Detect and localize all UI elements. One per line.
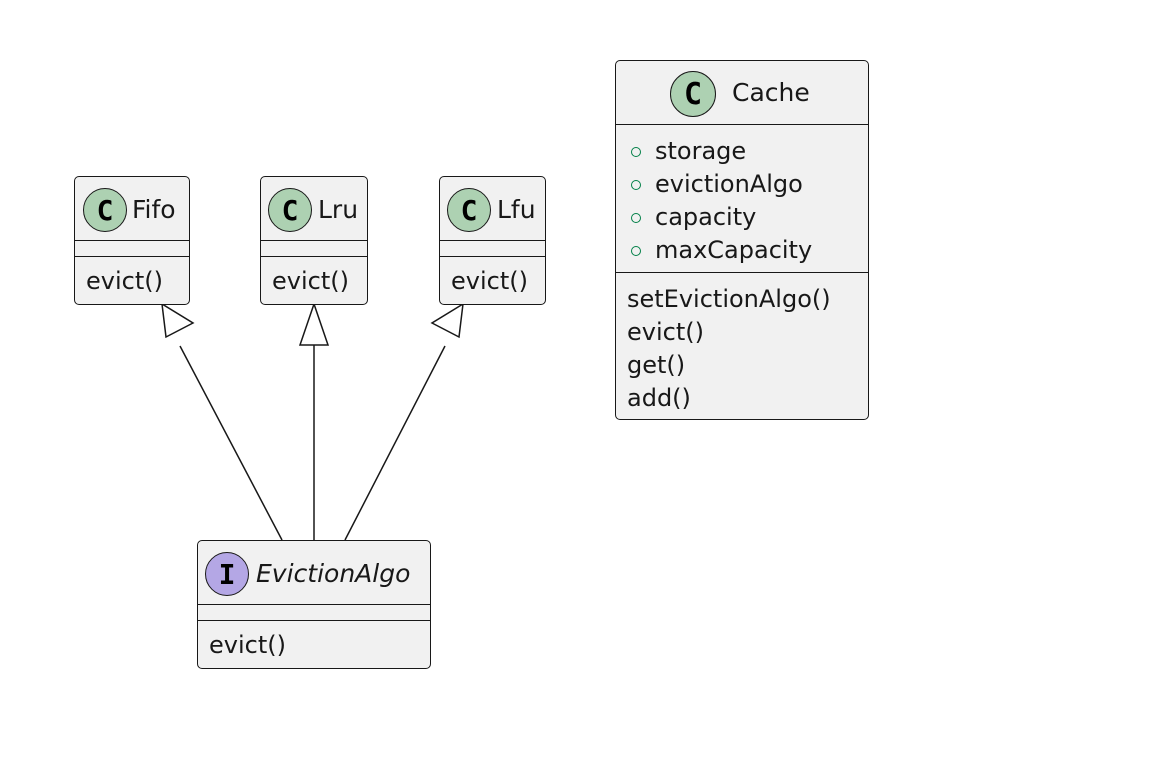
- public-field-icon: [631, 180, 641, 190]
- method-item: setEvictionAlgo(): [627, 285, 831, 313]
- field-item: maxCapacity: [655, 236, 813, 264]
- class-lfu[interactable]: C Lfu evict(): [439, 176, 546, 305]
- attributes-divider: [440, 240, 545, 241]
- method-item: evict(): [451, 267, 528, 295]
- realization-edge-fifo: [179, 345, 283, 541]
- class-name: Lru: [318, 195, 359, 224]
- realization-arrowhead-lfu: [430, 302, 464, 339]
- public-field-icon: [631, 147, 641, 157]
- class-name: Lfu: [497, 195, 536, 224]
- attributes-divider: [198, 604, 430, 605]
- class-badge-icon: C: [268, 188, 312, 232]
- class-fifo[interactable]: C Fifo evict(): [74, 176, 190, 305]
- attributes-divider: [75, 240, 189, 241]
- field-item: evictionAlgo: [655, 170, 803, 198]
- method-item: evict(): [209, 631, 286, 659]
- realization-edge-lfu: [344, 345, 446, 541]
- methods-divider: [261, 256, 367, 257]
- methods-divider: [198, 620, 430, 621]
- public-field-icon: [631, 246, 641, 256]
- method-item: get(): [627, 351, 686, 379]
- attributes-divider: [616, 124, 868, 125]
- method-item: evict(): [86, 267, 163, 295]
- interface-evictionalgo[interactable]: I EvictionAlgo evict(): [197, 540, 431, 669]
- class-name: Fifo: [132, 195, 176, 224]
- methods-divider: [75, 256, 189, 257]
- class-badge-icon: C: [83, 188, 127, 232]
- method-item: evict(): [272, 267, 349, 295]
- class-badge-icon: C: [670, 71, 716, 117]
- interface-badge-icon: I: [205, 552, 249, 596]
- interface-name: EvictionAlgo: [256, 559, 411, 588]
- public-field-icon: [631, 213, 641, 223]
- field-item: storage: [655, 137, 747, 165]
- methods-divider: [440, 256, 545, 257]
- realization-arrowhead-fifo: [161, 302, 195, 339]
- method-item: add(): [627, 384, 691, 412]
- method-item: evict(): [627, 318, 704, 346]
- attributes-divider: [261, 240, 367, 241]
- class-badge-icon: C: [447, 188, 491, 232]
- class-cache[interactable]: C Cache storage evictionAlgo capacity ma…: [615, 60, 869, 420]
- class-lru[interactable]: C Lru evict(): [260, 176, 368, 305]
- methods-divider: [616, 272, 868, 273]
- class-name: Cache: [732, 78, 810, 107]
- realization-arrowhead-lru: [298, 301, 330, 346]
- field-item: capacity: [655, 203, 757, 231]
